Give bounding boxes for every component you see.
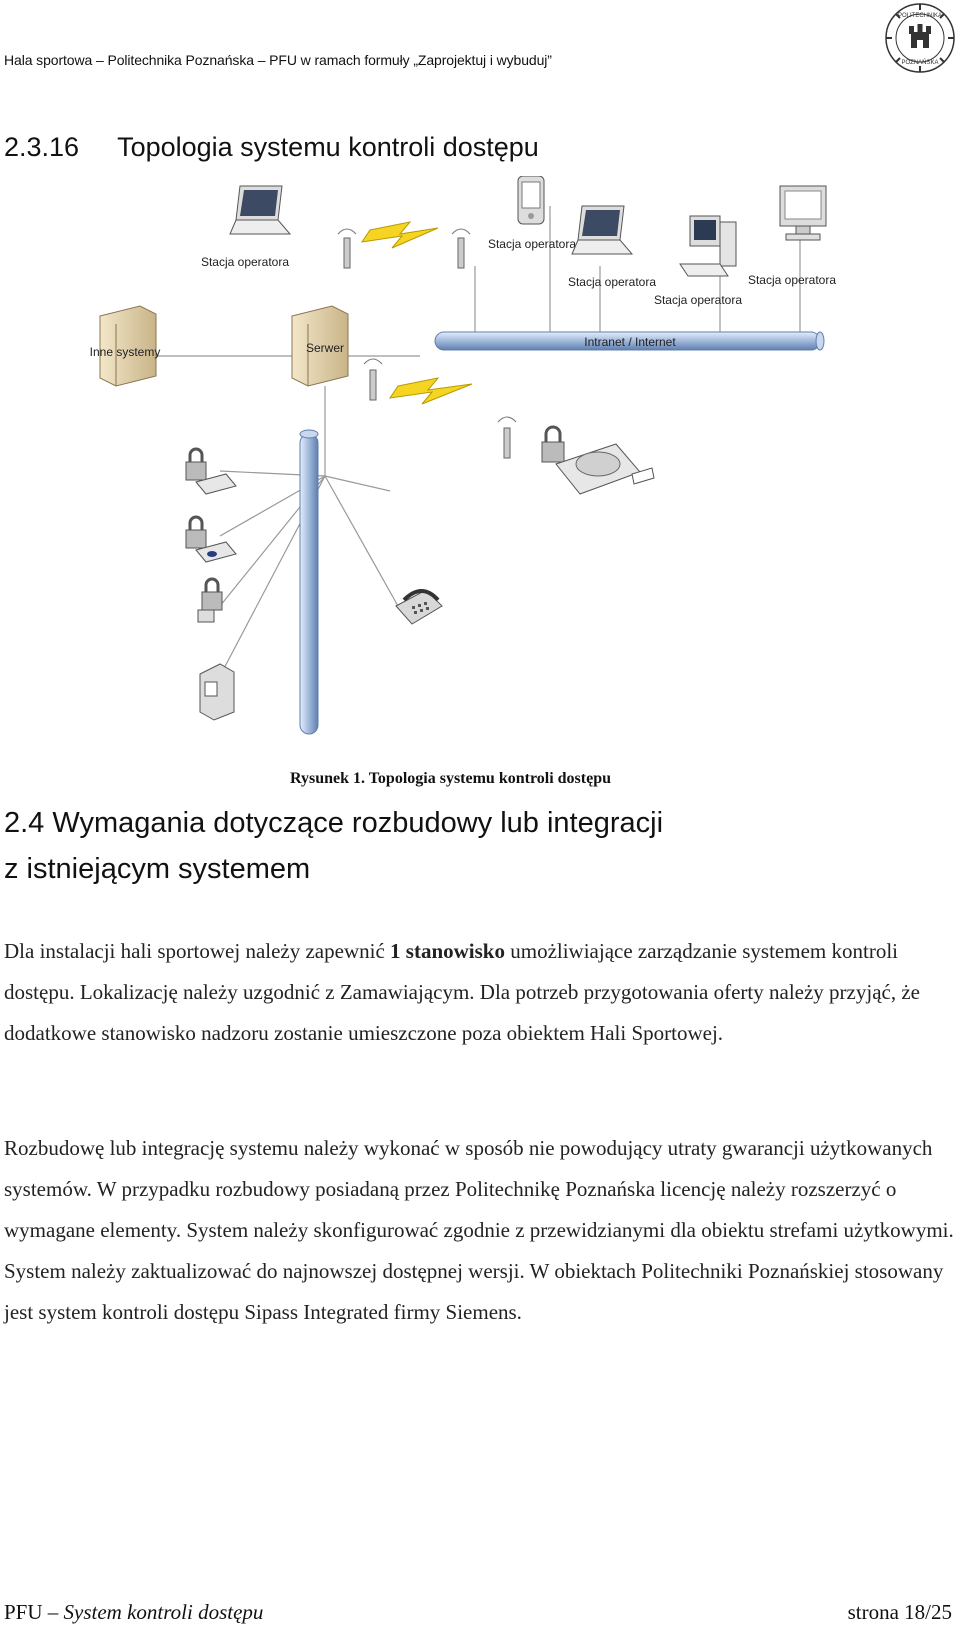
server-label: Serwer [306,341,344,355]
section-heading-24: 2.4 Wymagania dotyczące rozbudowy lub in… [4,800,663,892]
university-seal-logo: POLITECHNIKA POZNAŃSKA [884,2,956,74]
desktop-computer-icon [680,216,736,276]
page-header: Hala sportowa – Politechnika Poznańska –… [0,0,960,70]
operator-station-label-3: Stacja operatora [568,275,656,289]
antenna-icon [338,229,356,268]
access-bus [300,430,318,734]
paragraph-1: Dla instalacji hali sportowej należy zap… [4,931,954,1054]
network-backbone: Intranet / Internet [435,332,824,350]
topology-diagram: Intranet / Internet Stacja operatora Sta… [80,176,860,746]
paragraph-2: Rozbudowę lub integrację systemu należy … [4,1128,954,1333]
section-24-title-line2: z istniejącym systemem [4,846,663,892]
header-title: Hala sportowa – Politechnika Poznańska –… [4,52,552,68]
antenna-icon [452,229,470,268]
page-number: strona 18/25 [848,1600,952,1625]
footer-left: PFU – System kontroli dostępu [4,1600,263,1625]
network-label: Intranet / Internet [584,335,676,349]
antenna-icon [498,417,516,458]
laptop-icon [230,186,290,234]
operator-station-label-2: Stacja operatora [488,237,576,251]
wireless-link-icon [390,378,472,404]
other-systems-label: Inne systemy [90,345,161,359]
seal-text-top: POLITECHNIKA [898,13,942,19]
section-heading-2316: 2.3.16 Topologia systemu kontroli dostępu [4,132,539,163]
paragraph-1-bold: 1 stanowisko [390,939,505,963]
seal-text-bottom: POZNAŃSKA [901,59,938,66]
operator-station-label-5: Stacja operatora [748,273,836,287]
footer-left-italic: System kontroli dostępu [64,1600,264,1624]
card-reader-lock-icon [186,517,236,562]
wireless-lock-icon [542,427,654,494]
laptop-icon [572,206,632,254]
figure-caption: Rysunek 1. Topologia systemu kontroli do… [290,770,611,788]
paragraph-1-start: Dla instalacji hali sportowej należy zap… [4,939,390,963]
operator-station-label-4: Stacja operatora [654,293,742,307]
operator-station-label-1: Stacja operatora [201,255,289,269]
monitor-icon [780,186,826,240]
door-station-icon [200,664,234,720]
pda-icon [518,176,544,224]
section-number: 2.3.16 [4,132,79,162]
wireless-link-icon [362,222,438,248]
antenna-icon [364,359,382,400]
door-lock-icon [198,579,222,622]
footer-left-plain: PFU – [4,1600,64,1624]
section-title: Topologia systemu kontroli dostępu [117,132,539,162]
telephone-icon [396,590,442,624]
section-24-title-line1: 2.4 Wymagania dotyczące rozbudowy lub in… [4,800,663,846]
